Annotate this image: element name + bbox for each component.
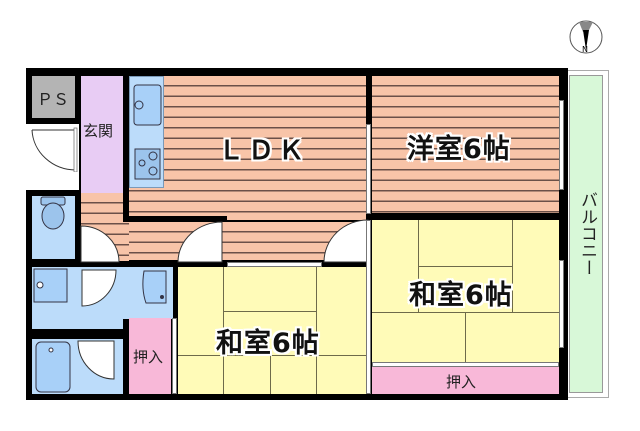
compass: N (567, 20, 607, 56)
bathroom (32, 339, 123, 394)
compass-north-label: N (582, 45, 588, 54)
toilet-room (32, 196, 75, 259)
room-door-icon-2 (323, 219, 369, 263)
entrance-label: 玄関 (83, 122, 114, 140)
ps-room: ＰＳ (32, 76, 75, 118)
balcony-label: バルコニー (577, 191, 597, 276)
entry-door-icon (31, 127, 78, 172)
ps-label: ＰＳ (37, 90, 70, 109)
washbasin-icon (142, 270, 167, 304)
western-room (372, 76, 559, 213)
closet-2: 押入 (372, 367, 559, 394)
room-door-icon (177, 221, 223, 263)
balcony: バルコニー (564, 70, 609, 398)
japanese-room-2 (372, 220, 559, 364)
japanese-room-1-label: 和室6帖 (216, 328, 320, 359)
closet-2-label: 押入 (446, 373, 477, 391)
closet-1: 押入 (129, 318, 171, 394)
toilet-door-icon (80, 225, 120, 263)
ldk-label: ＬＤＫ (218, 136, 309, 166)
japanese-room-2-label: 和室6帖 (409, 280, 513, 311)
bathtub-icon (35, 341, 71, 393)
bath-door-icon (77, 340, 115, 380)
washing-machine-icon (33, 268, 68, 303)
western-room-label: 洋室6帖 (407, 134, 511, 165)
japanese-room-1 (178, 267, 366, 394)
ldk (129, 76, 366, 220)
closet-1-label: 押入 (133, 348, 164, 366)
toilet-icon (40, 196, 66, 230)
washroom-door-icon (81, 269, 117, 307)
entrance: 玄関 (81, 76, 123, 193)
window (366, 124, 371, 214)
window (559, 100, 564, 190)
